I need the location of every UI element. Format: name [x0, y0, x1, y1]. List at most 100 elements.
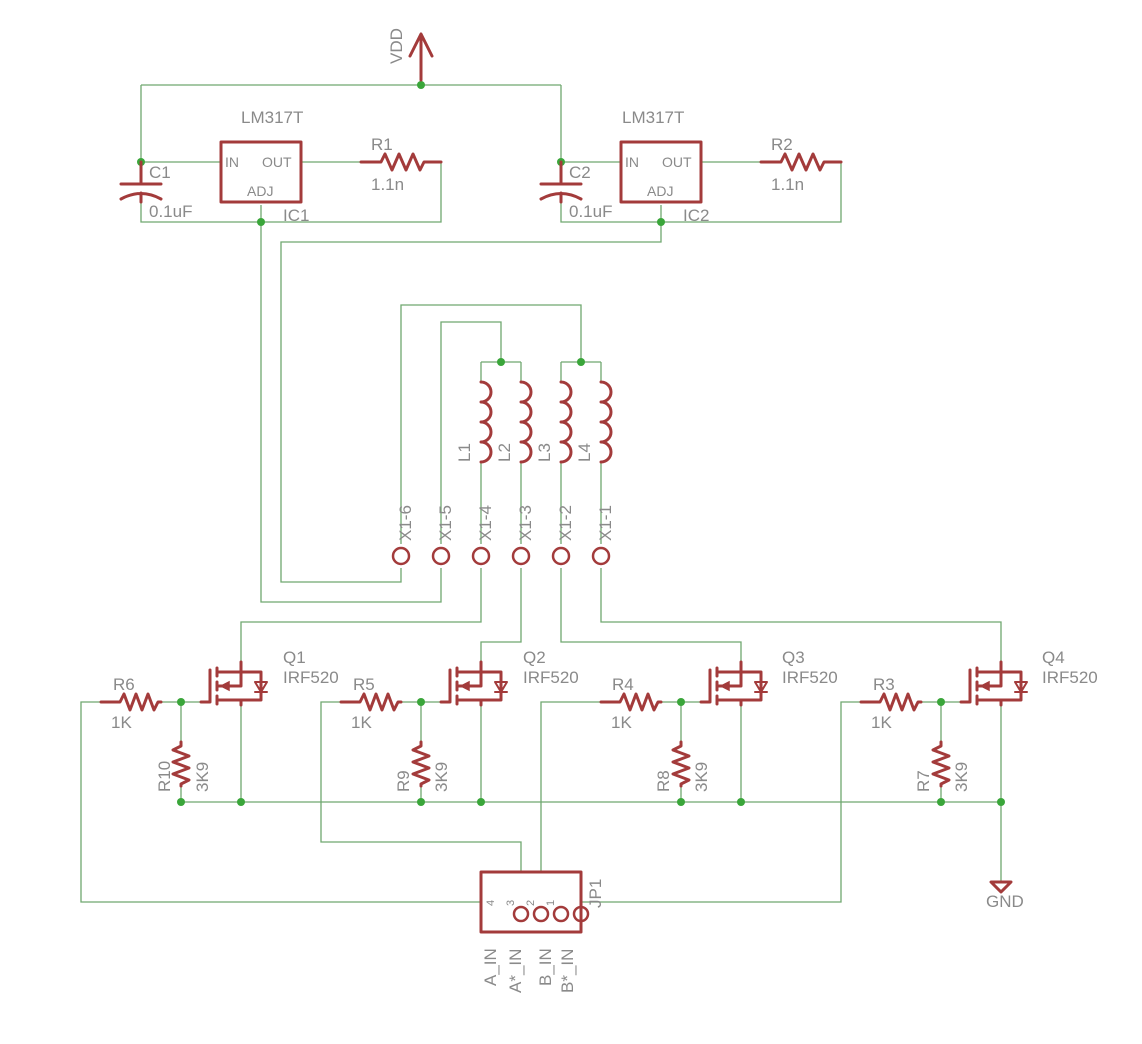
pad-label: X1-5 [436, 505, 455, 541]
pin-number: 3 [505, 900, 517, 906]
value-label: 1K [611, 713, 632, 732]
part-label: LM317T [241, 108, 303, 127]
pin-out-label: OUT [662, 154, 692, 170]
ref-label: R5 [353, 675, 375, 694]
pin-number: 2 [525, 900, 537, 906]
signal-label: A*_IN [506, 949, 525, 993]
junction-dot [937, 698, 945, 706]
ref-label: Q4 [1042, 648, 1065, 667]
junction-dot [177, 698, 185, 706]
ref-label: IC2 [683, 206, 709, 225]
ref-label: L1 [455, 443, 474, 462]
connector-pad: X1-5 [431, 505, 455, 566]
ref-label: Q1 [283, 648, 306, 667]
connector-pad: X1-4 [471, 505, 495, 566]
pin-adj-label: ADJ [647, 183, 673, 199]
gnd-label: GND [986, 892, 1024, 911]
ref-label: C2 [569, 163, 591, 182]
ref-label: IC1 [283, 206, 309, 225]
mosfet-q4: Q4 IRF520 [959, 648, 1098, 707]
part-label: LM317T [622, 108, 684, 127]
value-label: 0.1uF [149, 202, 192, 221]
inductor-l2: L2 [495, 380, 533, 464]
resistor-r9: R9 3K9 [394, 740, 451, 792]
resistor-r7: R7 3K9 [914, 740, 971, 792]
vdd-label: VDD [387, 28, 406, 64]
value-label: 1K [351, 713, 372, 732]
ref-label: Q3 [782, 648, 805, 667]
junction-dot [737, 798, 745, 806]
vdd-symbol: VDD [387, 28, 434, 82]
resistor-r5: R5 1K [339, 675, 403, 732]
junction-dot [257, 218, 265, 226]
inductor-l3: L3 [535, 380, 573, 464]
junction-dot [677, 698, 685, 706]
value-label: 1.1n [771, 175, 804, 194]
pin-number: 4 [485, 900, 497, 906]
part-label: IRF520 [283, 668, 339, 687]
resistor-r3: R3 1K [859, 675, 923, 732]
regulator-ic2: IN OUT ADJ LM317T IC2 [619, 108, 709, 225]
mosfet-q3: Q3 IRF520 [699, 648, 838, 707]
connector-pad: X1-1 [591, 505, 615, 566]
ref-label: R2 [771, 135, 793, 154]
part-label: IRF520 [782, 668, 838, 687]
resistor-r8: R8 3K9 [654, 740, 711, 792]
signal-label: A_IN [481, 948, 500, 986]
ref-label: L2 [495, 443, 514, 462]
connector-pad: X1-2 [551, 505, 575, 566]
ref-label: R10 [155, 761, 174, 792]
resistor-r10: R10 3K9 [155, 740, 212, 792]
value-label: 3K9 [193, 762, 212, 792]
capacitor-c2: C2 0.1uF [539, 160, 612, 221]
junction-dot [477, 798, 485, 806]
ref-label: R6 [113, 675, 135, 694]
ref-label: JP1 [586, 879, 605, 908]
junction-dot [497, 358, 505, 366]
value-label: 0.1uF [569, 202, 612, 221]
pin-in-label: IN [625, 154, 639, 170]
connector-pad: X1-3 [511, 505, 535, 566]
junction-dot [417, 81, 425, 89]
pad-label: X1-2 [556, 505, 575, 541]
junction-dot [577, 358, 585, 366]
resistor-r2: R2 1.1n [759, 135, 843, 194]
pin-in-label: IN [225, 154, 239, 170]
capacitor-c1: C1 0.1uF [119, 160, 192, 221]
connector-pad: X1-6 [391, 505, 415, 566]
junction-dot [937, 798, 945, 806]
header-jp1: 4 3 2 1 JP1 A_IN A*_IN B_IN B*_IN [479, 870, 605, 993]
pad-label: X1-3 [516, 505, 535, 541]
regulator-ic1: IN OUT ADJ LM317T IC1 [219, 108, 309, 225]
pin-adj-label: ADJ [247, 183, 273, 199]
ref-label: C1 [149, 163, 171, 182]
junction-dot [417, 698, 425, 706]
ref-label: R7 [914, 770, 933, 792]
ref-label: R4 [612, 675, 634, 694]
value-label: 1K [871, 713, 892, 732]
resistor-r1: R1 1.1n [359, 135, 443, 194]
wires [80, 80, 1002, 903]
ref-label: R8 [654, 770, 673, 792]
junction-dot [237, 798, 245, 806]
mosfet-q1: Q1 IRF520 [199, 648, 339, 707]
part-label: IRF520 [1042, 668, 1098, 687]
resistor-r4: R4 1K [599, 675, 663, 732]
value-label: 1.1n [371, 175, 404, 194]
part-label: IRF520 [523, 668, 579, 687]
pad-label: X1-4 [476, 505, 495, 541]
junction-dot [177, 798, 185, 806]
ref-label: L4 [575, 443, 594, 462]
value-label: 3K9 [692, 762, 711, 792]
pin-number: 1 [545, 900, 557, 906]
value-label: 3K9 [952, 762, 971, 792]
pad-label: X1-1 [596, 505, 615, 541]
signal-label: B_IN [536, 948, 555, 986]
junction-dot [677, 798, 685, 806]
value-label: 3K9 [432, 762, 451, 792]
gnd-symbol: GND [986, 880, 1024, 911]
value-label: 1K [111, 713, 132, 732]
mosfet-q2: Q2 IRF520 [439, 648, 579, 707]
junction-dot [997, 798, 1005, 806]
